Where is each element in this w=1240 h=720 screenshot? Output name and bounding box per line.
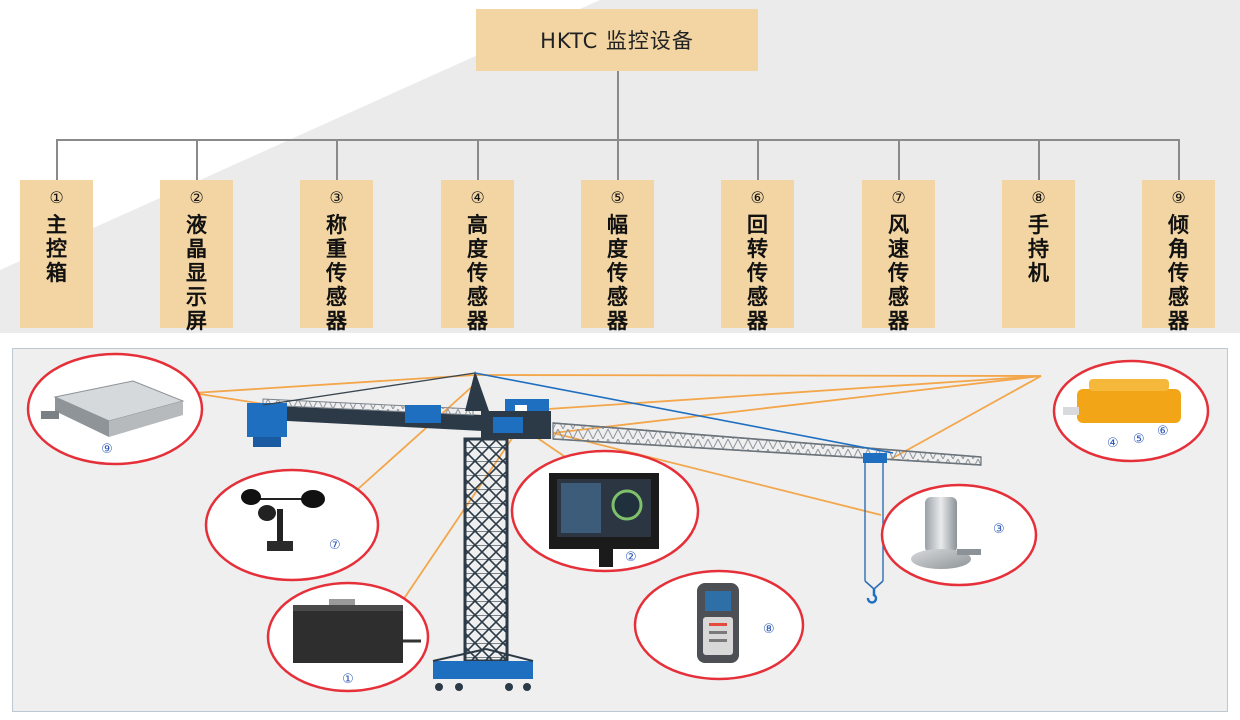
drop-connector (1038, 139, 1040, 180)
trunk-connector (617, 71, 619, 140)
component-label: 称重传感器 (326, 213, 347, 333)
hierarchy-panel: HKTC 监控设备 ① 主控箱 ② 液晶显示屏 ③ 称重传感器 ④ 高度传感器 … (0, 0, 1240, 333)
component-label: 液晶显示屏 (186, 213, 207, 333)
component-label: 风速传感器 (888, 213, 909, 333)
callout-number: ② (625, 550, 637, 565)
callout-number: ⑥ (1157, 424, 1169, 439)
component-label: 主控箱 (46, 213, 67, 285)
root-node: HKTC 监控设备 (476, 9, 758, 71)
component-card-height-sensor: ④ 高度传感器 (441, 180, 514, 333)
panel-separator (0, 333, 1240, 346)
component-label: 高度传感器 (467, 213, 488, 333)
component-number: ⑥ (750, 188, 765, 207)
component-label: 幅度传感器 (607, 213, 628, 333)
drop-connector (898, 139, 900, 180)
component-label: 手持机 (1028, 213, 1049, 285)
callout-lcd-display: ② (510, 449, 700, 573)
counter-jib (249, 405, 483, 431)
callout-number: ① (342, 672, 354, 687)
component-label: 倾角传感器 (1168, 213, 1189, 333)
tower-mast (463, 437, 509, 663)
callout-number: ⑧ (763, 622, 775, 637)
callout-number: ⑦ (329, 538, 341, 553)
drop-connector (617, 139, 619, 180)
component-number: ⑤ (610, 188, 625, 207)
drop-connector (1178, 139, 1180, 180)
component-card-main-control-box: ① 主控箱 (20, 180, 93, 328)
component-card-tilt-sensor: ⑨ 倾角传感器 (1142, 180, 1215, 333)
component-card-slewing-sensor: ⑥ 回转传感器 (721, 180, 794, 333)
callout-main-control-box: ① (266, 581, 430, 693)
root-node-label: HKTC 监控设备 (540, 29, 694, 53)
hoist-winch (405, 405, 441, 423)
tower-crane (247, 371, 982, 691)
callout-limiter: ④ ⑤ ⑥ (1052, 359, 1210, 463)
diagonal-backdrop (0, 0, 600, 270)
component-number: ④ (470, 188, 485, 207)
callout-load-cell: ③ (880, 483, 1038, 587)
component-number: ② (189, 188, 204, 207)
callout-number: ③ (993, 522, 1005, 537)
component-card-lcd-display: ② 液晶显示屏 (160, 180, 233, 333)
drop-connector (477, 139, 479, 180)
component-number: ⑦ (891, 188, 906, 207)
callout-number: ⑨ (101, 442, 113, 457)
crane-scene: ⑨ ⑦ ① ② (26, 352, 1210, 693)
callout-anemometer: ⑦ (204, 468, 380, 582)
tower-apex (465, 371, 489, 411)
callout-handheld: ⑧ (633, 569, 805, 681)
counterweight (247, 403, 287, 437)
callout-number: ④ (1107, 436, 1119, 451)
component-number: ③ (329, 188, 344, 207)
leader-lines (192, 374, 1042, 604)
callout-tilt-sensor: ⑨ (26, 352, 204, 466)
tower-base (433, 661, 533, 679)
callout-number: ⑤ (1133, 432, 1145, 447)
crane-hook (866, 589, 878, 604)
component-number: ① (49, 188, 64, 207)
component-label: 回转传感器 (747, 213, 768, 333)
component-card-load-sensor: ③ 称重传感器 (300, 180, 373, 333)
drop-connector (757, 139, 759, 180)
drop-connector (56, 139, 58, 180)
drop-connector (336, 139, 338, 180)
component-card-radius-sensor: ⑤ 幅度传感器 (581, 180, 654, 333)
component-card-handheld: ⑧ 手持机 (1002, 180, 1075, 328)
component-card-wind-sensor: ⑦ 风速传感器 (862, 180, 935, 333)
trolley (863, 453, 887, 463)
drop-connector (196, 139, 198, 180)
crane-illustration-panel: ⑨ ⑦ ① ② (12, 348, 1228, 712)
component-number: ⑨ (1171, 188, 1186, 207)
component-number: ⑧ (1031, 188, 1046, 207)
